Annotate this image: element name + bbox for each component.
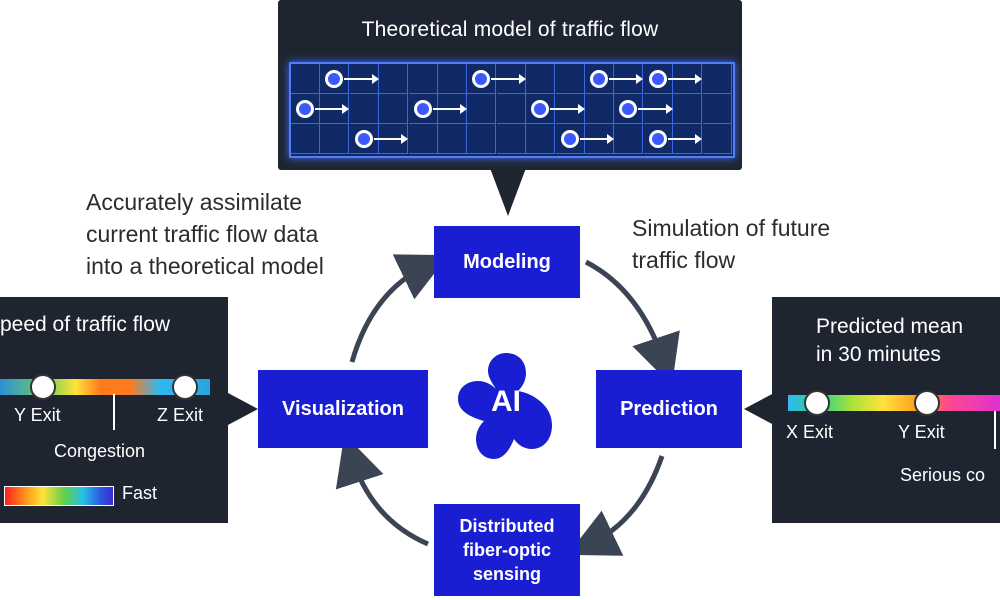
grid-cell <box>408 64 438 94</box>
vehicle-direction-arrow <box>491 74 527 84</box>
vehicle-icon <box>472 70 491 88</box>
arrow-sensing-to-visualization <box>335 434 429 547</box>
prediction-title-line: Predicted mean <box>816 315 964 338</box>
sensing-line: Distributed <box>459 516 555 536</box>
vehicle-icon <box>354 130 373 148</box>
prediction-gradient-bar <box>788 395 1000 411</box>
assimilate-line: into a theoretical model <box>86 253 324 279</box>
vehicle-direction-arrow <box>344 74 380 84</box>
vehicle-direction-arrow <box>667 74 703 84</box>
y-exit-label: Y Exit <box>898 422 945 442</box>
grid-cell <box>438 64 467 94</box>
arrow-prediction-to-sensing <box>567 455 665 556</box>
assimilate-line: current traffic flow data <box>86 221 319 247</box>
ai-blob-icon <box>458 353 552 459</box>
grid-cell <box>496 124 526 154</box>
grid-cell <box>291 124 320 154</box>
vehicle-icon <box>648 130 667 148</box>
vehicle-direction-arrow <box>638 104 674 114</box>
grid-cell <box>526 124 556 154</box>
vehicle-direction-arrow <box>373 134 409 144</box>
ai-label: AI <box>491 385 521 418</box>
congestion-label: Congestion <box>54 441 146 461</box>
sensing-box: Distributed fiber-optic sensing <box>434 504 580 596</box>
grid-cell <box>496 94 526 124</box>
assimilate-line: Accurately assimilate <box>86 189 303 215</box>
vehicle-icon <box>325 70 344 88</box>
vehicle-icon <box>648 70 667 88</box>
speed-panel: peed of traffic flow Y Exit Z Exit Conge… <box>0 297 228 523</box>
visualization-box: Visualization <box>258 370 428 448</box>
fast-label: Fast <box>122 483 158 503</box>
grid-cell <box>702 94 732 124</box>
arrow-modeling-to-prediction <box>584 259 680 386</box>
traffic-grid <box>289 62 735 158</box>
grid-cell <box>526 64 556 94</box>
prediction-title: Predicted mean in 30 minutes <box>816 313 963 369</box>
vehicle-icon <box>296 100 314 118</box>
grid-cell <box>291 64 320 94</box>
grid-cell <box>320 124 350 154</box>
grid-cell <box>467 94 497 124</box>
z-exit-label: Z Exit <box>157 405 204 425</box>
speed-legend-bar <box>4 486 114 506</box>
grid-cell <box>467 124 497 154</box>
traffic-model-title: Theoretical model of traffic flow <box>361 18 659 41</box>
simulation-note: Simulation of future traffic flow <box>632 212 962 276</box>
right-callout-pointer <box>744 393 774 425</box>
grid-cell <box>379 64 409 94</box>
vehicle-icon <box>590 70 608 88</box>
vehicle-direction-arrow <box>579 134 615 144</box>
grid-cell <box>585 94 614 124</box>
y-exit-marker <box>30 374 56 400</box>
prediction-panel: Predicted mean in 30 minutes X Exit Y Ex… <box>772 297 1000 523</box>
grid-cell <box>408 124 438 154</box>
grid-cell <box>614 124 644 154</box>
grid-cell <box>673 94 703 124</box>
y-exit-marker <box>914 390 940 416</box>
vehicle-direction-arrow <box>315 104 350 114</box>
vehicle-direction-arrow <box>432 104 468 114</box>
sensing-line: sensing <box>472 564 541 584</box>
vehicle-icon <box>560 130 579 148</box>
speed-title: peed of traffic flow <box>0 313 171 336</box>
x-exit-label: X Exit <box>786 422 834 442</box>
serious-tick <box>994 411 996 449</box>
grid-cell <box>702 64 732 94</box>
grid-cell <box>349 94 379 124</box>
grid-cell <box>702 124 732 154</box>
arrow-visualization-to-modeling <box>349 254 449 363</box>
left-callout-pointer <box>228 393 258 425</box>
vehicle-direction-arrow <box>667 134 703 144</box>
sensing-line: fiber-optic <box>462 540 551 560</box>
vehicle-icon <box>413 100 432 118</box>
prediction-box: Prediction <box>596 370 742 448</box>
grid-cell <box>438 124 467 154</box>
vehicle-icon <box>531 100 550 118</box>
simulation-line: Simulation of future <box>632 215 831 241</box>
vehicle-direction-arrow <box>550 104 585 114</box>
y-exit-label: Y Exit <box>14 405 61 425</box>
grid-cell <box>379 94 409 124</box>
prediction-title-line: in 30 minutes <box>816 343 941 366</box>
serious-label: Serious co <box>900 465 986 485</box>
vehicle-icon <box>619 100 638 118</box>
simulation-line: traffic flow <box>632 247 736 273</box>
x-exit-marker <box>804 390 830 416</box>
grid-cell <box>555 64 585 94</box>
z-exit-marker <box>172 374 198 400</box>
vehicle-direction-arrow <box>609 74 644 84</box>
callout-pointer <box>490 168 526 216</box>
modeling-box: Modeling <box>434 226 580 298</box>
assimilate-note: Accurately assimilate current traffic fl… <box>86 186 416 282</box>
congestion-tick <box>113 394 115 430</box>
